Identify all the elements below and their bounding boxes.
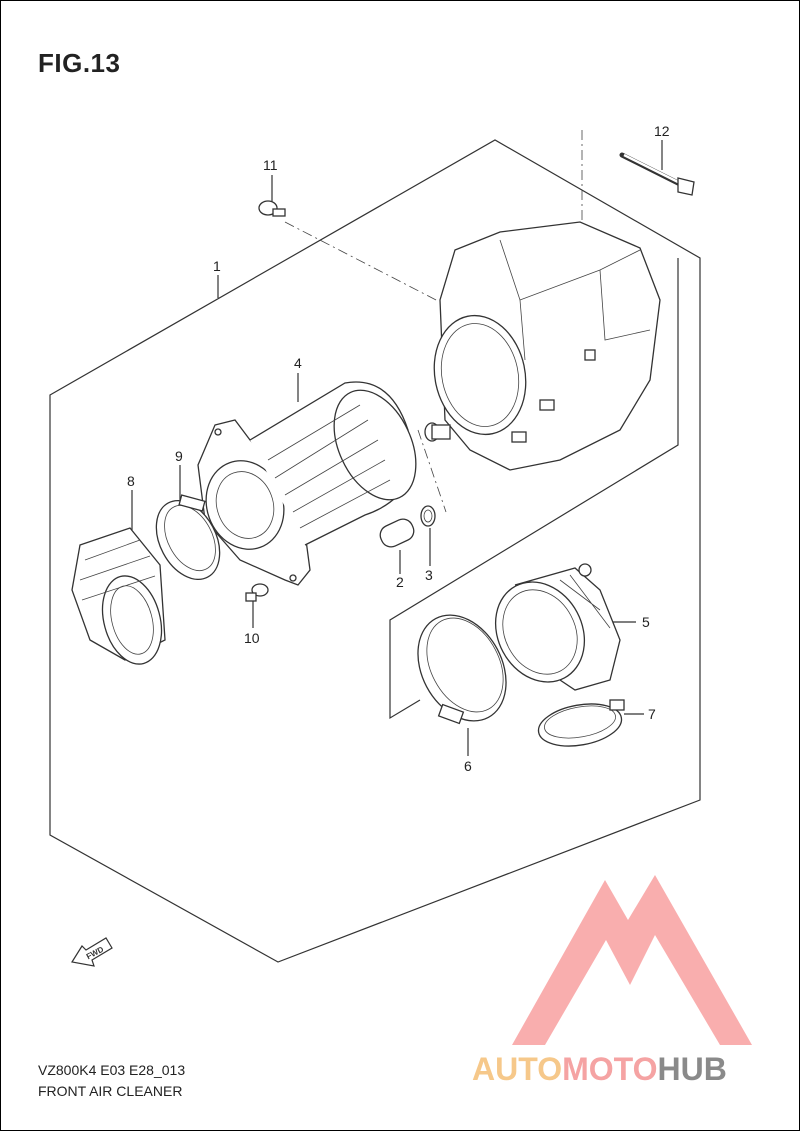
callout-12: 12: [654, 123, 670, 139]
callout-5: 5: [642, 614, 650, 630]
figure-caption: FRONT AIR CLEANER: [38, 1083, 183, 1099]
callout-2: 2: [396, 574, 404, 590]
screw-10: [245, 583, 269, 602]
filter-element: [197, 381, 417, 586]
clamp-7: [537, 699, 625, 747]
intake-joint-5: [494, 563, 621, 691]
assembly-outline: [49, 139, 701, 963]
callout-1: 1: [213, 258, 221, 274]
intake-group-outline: [389, 258, 679, 720]
watermark-text-moto: MOTO: [562, 1051, 657, 1087]
callout-11: 11: [263, 157, 278, 173]
align-line-11: [284, 221, 441, 303]
svg-text:AUTOMOTOHUB: AUTOMOTOHUB: [472, 1051, 727, 1087]
callout-6: 6: [464, 758, 472, 774]
callout-4: 4: [294, 355, 302, 371]
callout-7: 7: [648, 706, 656, 722]
callout-9: 9: [175, 448, 183, 464]
callout-10: 10: [244, 630, 260, 646]
plug-2: [379, 518, 415, 548]
intake-funnel-8: [71, 527, 166, 665]
figure-title: FIG.13: [38, 48, 121, 78]
watermark-text-auto: AUTO: [472, 1051, 562, 1087]
clamp-6: [417, 614, 507, 725]
bolt-11: [258, 200, 286, 217]
watermark-text-hub: HUB: [657, 1051, 726, 1087]
model-code: VZ800K4 E03 E28_013: [38, 1062, 186, 1078]
air-cleaner-case: [424, 221, 661, 471]
clamp-ring-9: [155, 494, 221, 580]
logo-mark-icon: [512, 875, 752, 1045]
ring-3: [420, 505, 436, 527]
callout-3: 3: [425, 567, 433, 583]
callout-8: 8: [127, 473, 135, 489]
bolt-12: [619, 152, 695, 196]
align-line-2: [417, 429, 447, 513]
